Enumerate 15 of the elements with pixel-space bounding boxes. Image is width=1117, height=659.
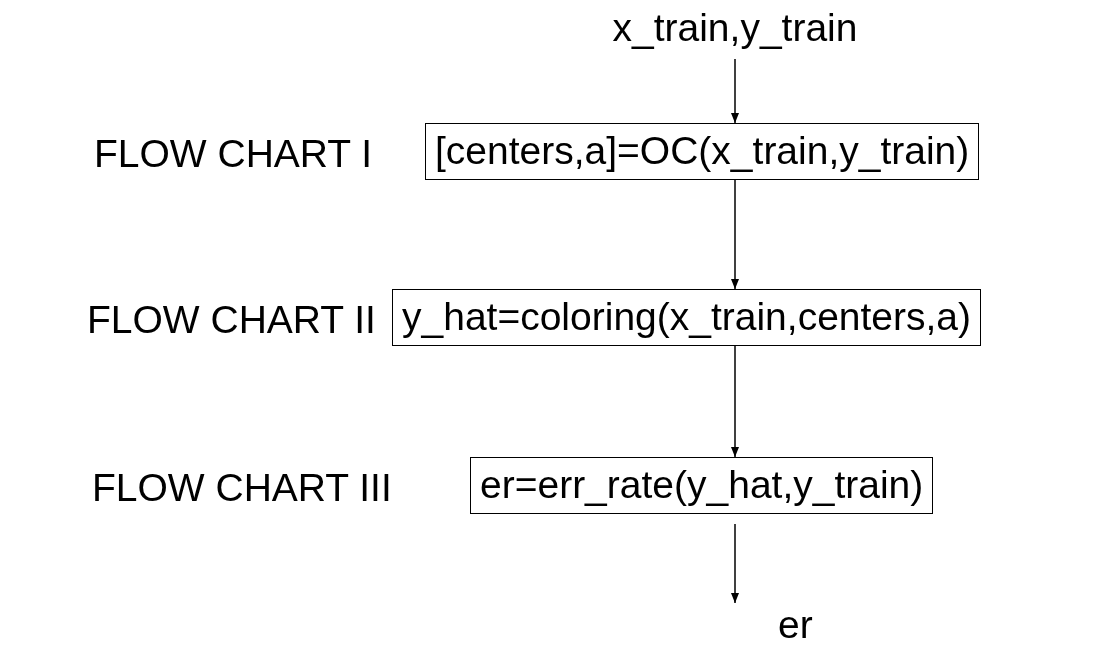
node-label: x_train,y_train (612, 6, 858, 49)
arrow (731, 523, 739, 604)
node-label: y_hat=coloring(x_train,centers,a) (402, 295, 972, 338)
process-box (470, 457, 934, 514)
process-box (425, 123, 980, 180)
arrow (731, 345, 739, 458)
node-label: [centers,a]=OC(x_train,y_train) (435, 129, 970, 172)
node-label: er=err_rate(y_hat,y_train) (480, 463, 924, 506)
stage-label: FLOW CHART III (92, 466, 392, 511)
arrow (731, 179, 739, 290)
stage-label: FLOW CHART I (94, 132, 373, 177)
arrow (731, 58, 739, 124)
node-label: er (778, 603, 813, 646)
process-box (392, 289, 982, 346)
stage-label: FLOW CHART II (87, 298, 376, 343)
